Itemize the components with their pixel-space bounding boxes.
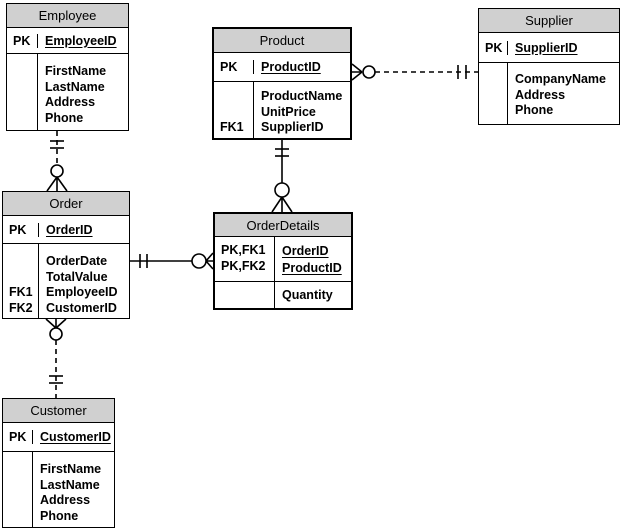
- pk-field: OrderID: [282, 244, 329, 258]
- attribute-name: LastName: [40, 477, 100, 492]
- entity-table-supplier: Supplier PK SupplierID CompanyName Addre…: [478, 8, 620, 125]
- attribute-name: Phone: [45, 110, 84, 125]
- pk-label: PK: [7, 33, 38, 48]
- attribute-name: EmployeeID: [46, 285, 118, 299]
- attribute-column: FirstName LastName Address Phone: [38, 54, 128, 130]
- pk-label: PK: [214, 60, 254, 74]
- entity-title-supplier: Supplier: [479, 9, 619, 33]
- attribute-name: FirstName: [45, 64, 107, 78]
- attribute-name: Address: [40, 493, 91, 507]
- entity-table-product: Product PK ProductID FK1 ProductName Uni…: [212, 27, 352, 140]
- fk-label-column: [479, 63, 508, 124]
- attribute-column: CompanyName Address Phone: [508, 63, 619, 124]
- cardinality-one-marker: [139, 254, 148, 268]
- relationship-order-orderdetails: [130, 252, 214, 270]
- attribute-column: OrderDate TotalValue EmployeeID Customer…: [39, 244, 129, 318]
- pk-field: ProductID: [261, 60, 321, 74]
- cardinality-one-marker: [457, 65, 467, 79]
- crows-foot-icon: [271, 196, 293, 213]
- cardinality-zero-or-many-marker: [46, 164, 68, 192]
- pk-field: ProductID: [282, 261, 342, 275]
- cardinality-zero-or-many-marker: [191, 252, 214, 270]
- attribute-column: FirstName LastName Address Phone: [33, 452, 114, 527]
- entity-table-employee: Employee PK EmployeeID FirstName LastNam…: [6, 3, 129, 131]
- cardinality-one-marker: [49, 375, 63, 384]
- pk-fk-label: PK,FK1: [221, 243, 266, 257]
- attribute-name: Address: [515, 87, 566, 102]
- relationship-supplier-product: [351, 63, 478, 81]
- cardinality-one-marker: [275, 148, 289, 157]
- cardinality-one-marker: [50, 140, 64, 149]
- pk-field: CustomerID: [40, 430, 111, 444]
- pk-label: PK: [3, 222, 39, 237]
- attribute-name: Phone: [515, 103, 554, 117]
- attribute-column: ProductName UnitPrice SupplierID: [254, 82, 350, 138]
- attribute-name: ProductName: [261, 89, 343, 103]
- crows-foot-icon: [46, 176, 68, 192]
- pk-field: OrderID: [46, 222, 93, 237]
- crows-foot-icon: [351, 63, 363, 81]
- attribute-name: OrderDate: [46, 254, 108, 268]
- attribute-name: Address: [45, 95, 96, 109]
- cardinality-zero-or-many-marker: [271, 182, 293, 213]
- entity-table-orderdetails: OrderDetails PK,FK1 PK,FK2 OrderID Produ…: [213, 212, 353, 310]
- entity-table-order: Order PK OrderID FK1 FK2 OrderDate Total…: [2, 191, 130, 319]
- entity-table-customer: Customer PK CustomerID FirstName LastNam…: [2, 398, 115, 528]
- attribute-name: SupplierID: [261, 120, 324, 134]
- crows-foot-icon: [205, 252, 214, 270]
- attribute-name: CompanyName: [515, 72, 606, 86]
- fk-label-column: [7, 54, 38, 130]
- relationship-product-orderdetails: [271, 140, 293, 213]
- entity-title-employee: Employee: [7, 4, 128, 28]
- entity-title-orderdetails: OrderDetails: [215, 214, 351, 237]
- entity-title-product: Product: [214, 29, 350, 53]
- fk-label-column: FK1: [214, 82, 254, 138]
- attribute-name: LastName: [45, 79, 105, 94]
- attribute-name: Phone: [40, 508, 79, 523]
- pk-label: PK: [479, 40, 508, 55]
- attribute-name: CustomerID: [46, 300, 117, 315]
- pk-fk-label-column: PK,FK1 PK,FK2: [215, 237, 275, 281]
- pk-label: PK: [3, 430, 33, 444]
- crows-foot-icon: [45, 318, 67, 329]
- attribute-name: FirstName: [40, 462, 102, 476]
- attribute-name: Quantity: [282, 288, 333, 302]
- relationship-employee-order: [46, 131, 68, 192]
- relationship-customer-order: [45, 318, 67, 398]
- attribute-name: TotalValue: [46, 269, 108, 284]
- pk-field: SupplierID: [515, 40, 578, 55]
- fk-label-column: [3, 452, 33, 527]
- pk-field: EmployeeID: [45, 33, 117, 48]
- fk-label-column: FK1 FK2: [3, 244, 39, 318]
- entity-title-order: Order: [3, 192, 129, 216]
- cardinality-zero-or-many-marker: [45, 318, 67, 341]
- cardinality-zero-or-many-marker: [351, 63, 376, 81]
- entity-title-customer: Customer: [3, 399, 114, 423]
- pk-fk-label: PK,FK2: [221, 258, 266, 273]
- key-field-column: OrderID ProductID: [275, 237, 351, 281]
- attribute-name: UnitPrice: [261, 104, 316, 119]
